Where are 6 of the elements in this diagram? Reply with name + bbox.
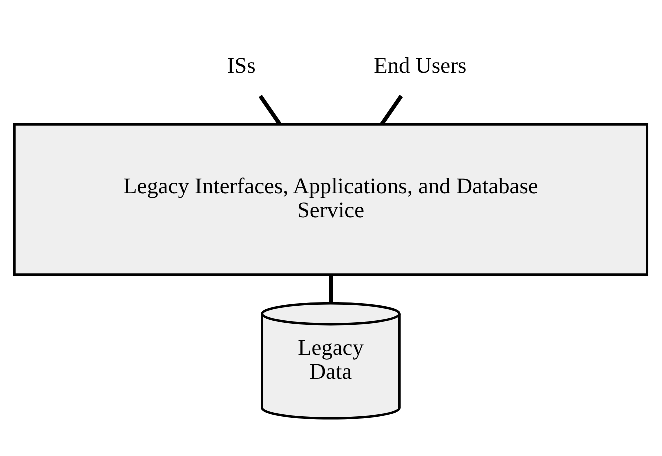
connector (380, 94, 404, 126)
connector (329, 274, 333, 303)
node-text: End Users (374, 52, 467, 78)
connector (258, 94, 282, 126)
node-text: ISs (227, 52, 256, 78)
node-box: Legacy Interfaces, Applications, and Database Service (13, 122, 649, 276)
